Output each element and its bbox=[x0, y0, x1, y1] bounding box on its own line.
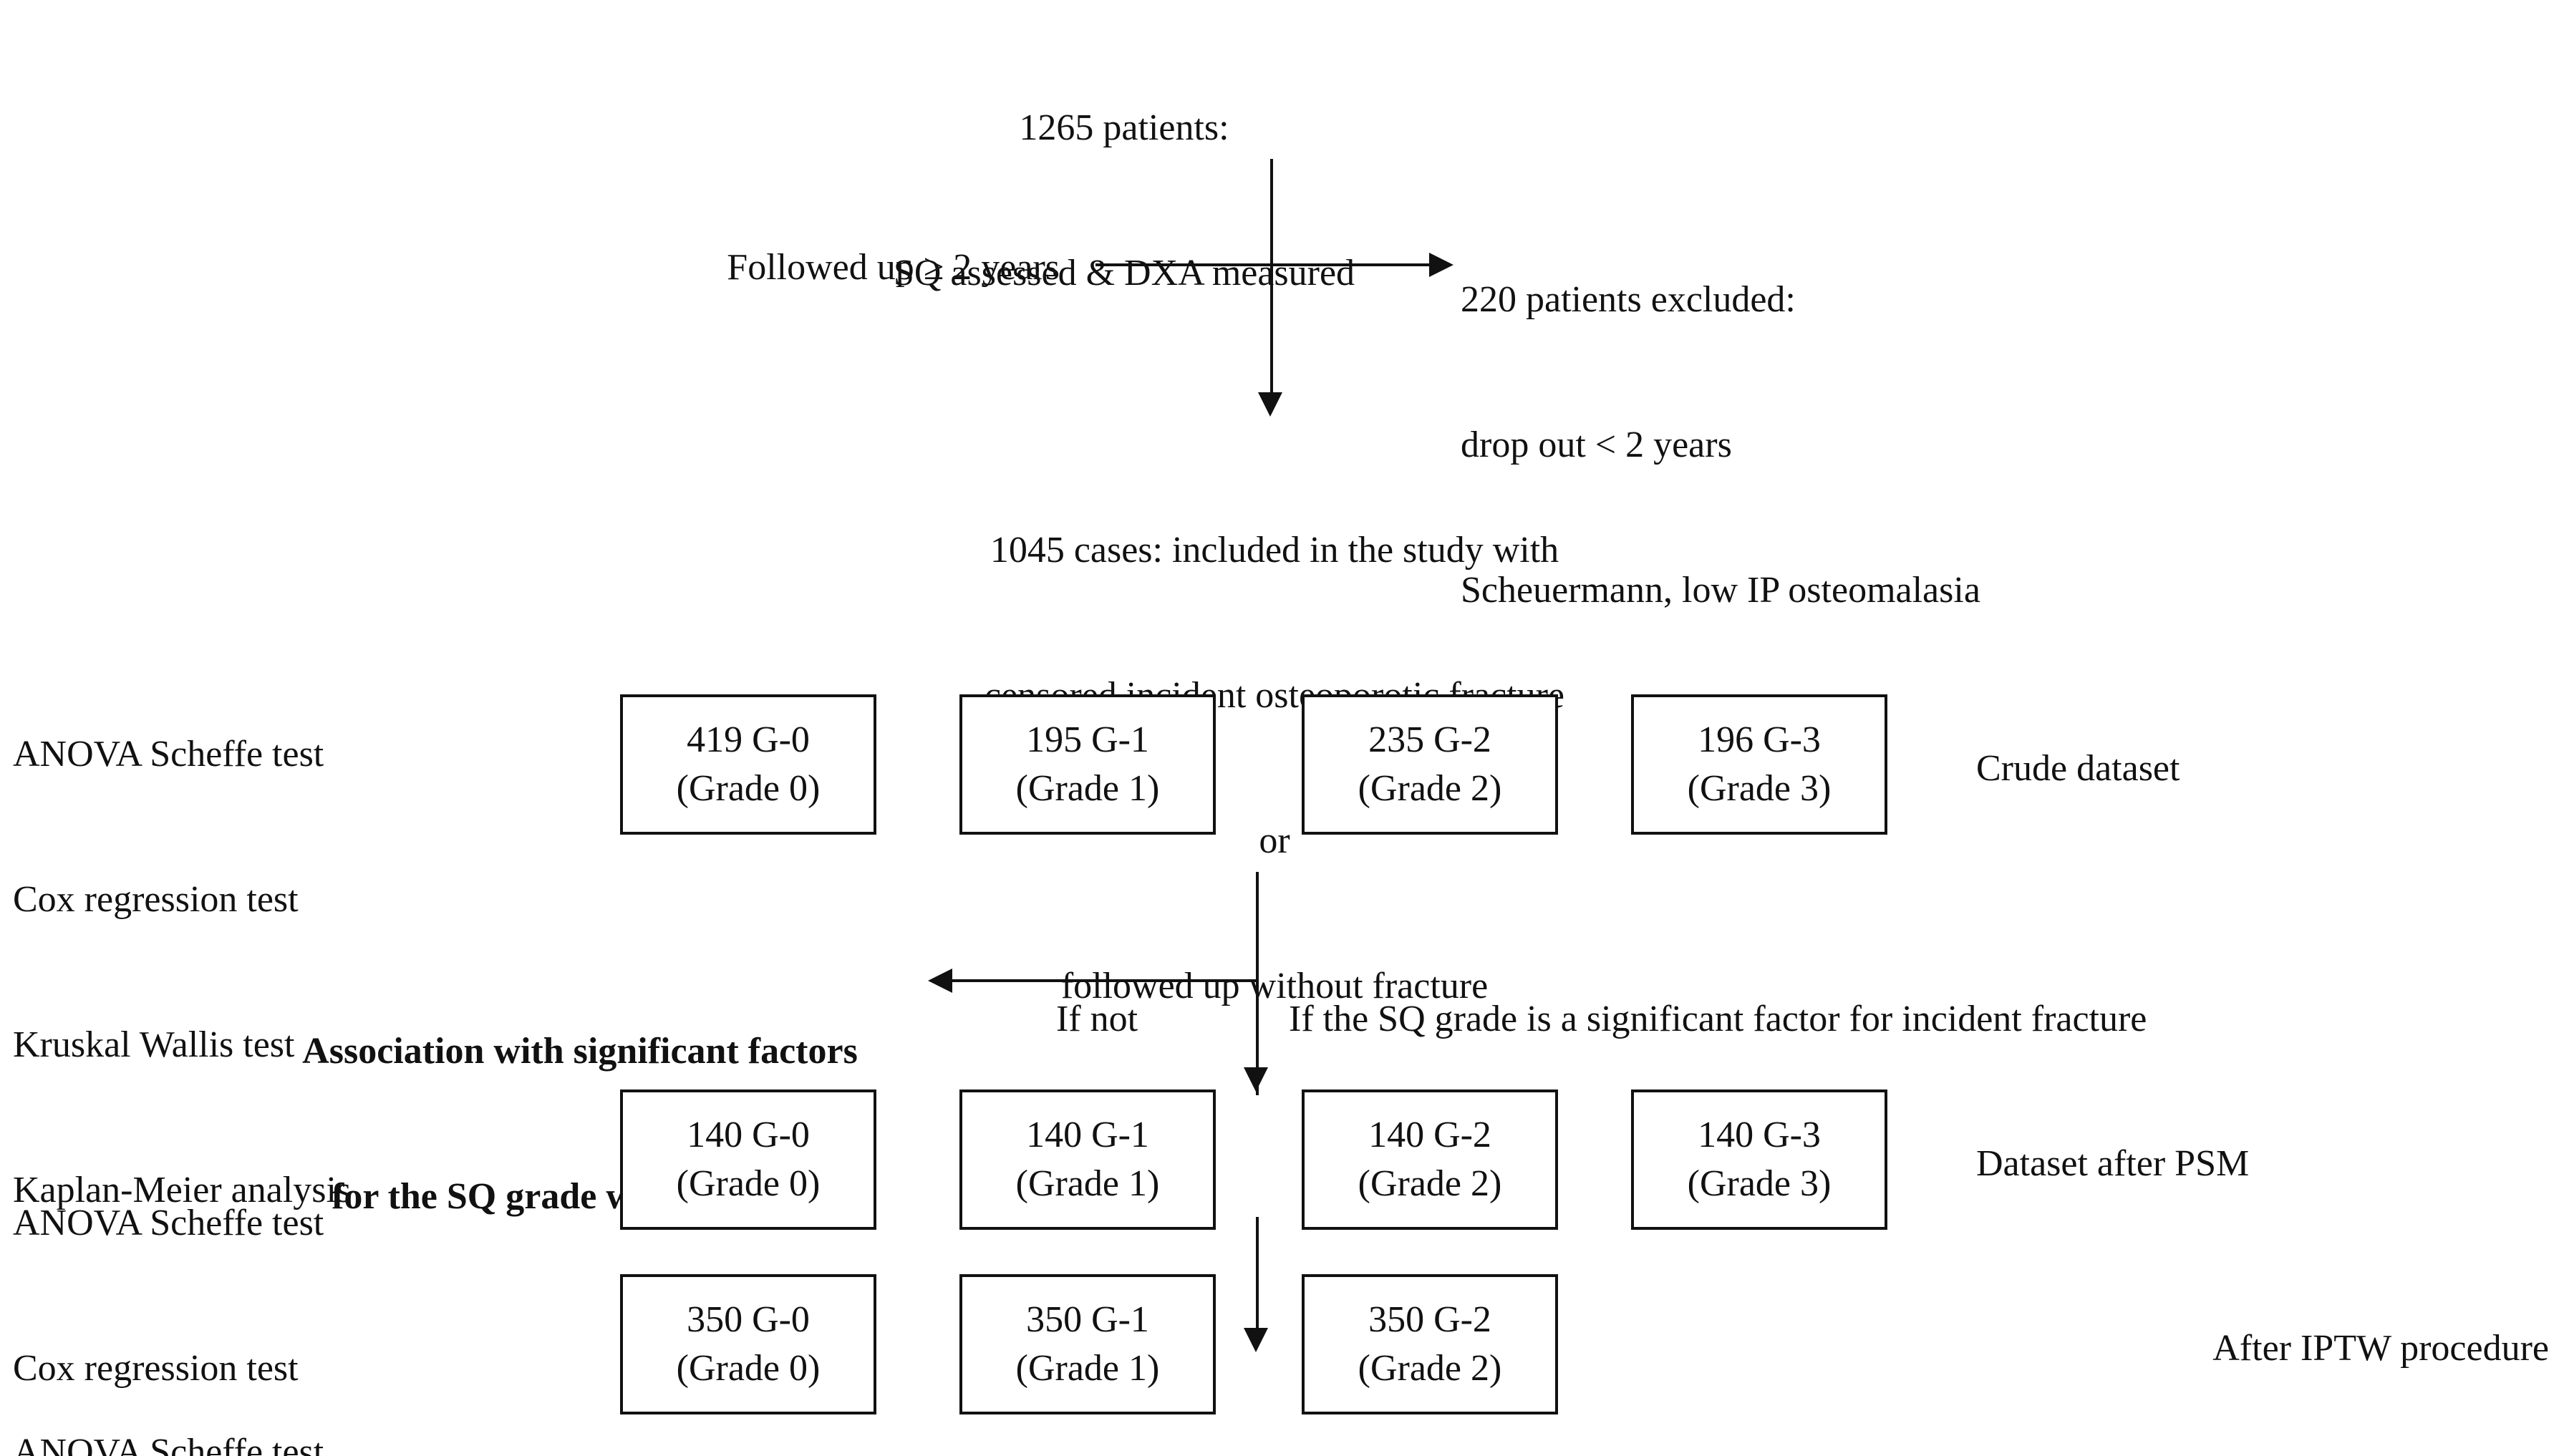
association-branch-horizontal-line bbox=[952, 979, 1257, 982]
psm-box-grade-1[interactable]: 140 G-1 (Grade 1) bbox=[959, 1089, 1216, 1230]
association-note-line1: Association with significant factors bbox=[302, 1031, 858, 1072]
included-node-line3: or bbox=[1259, 820, 1290, 861]
psm-box-grade-1-count: 140 G-1 bbox=[1026, 1115, 1149, 1156]
iptw-box-grade-2-count: 350 G-2 bbox=[1368, 1299, 1491, 1341]
psm-box-grade-2-count: 140 G-2 bbox=[1368, 1115, 1491, 1156]
excluded-node: 220 patients excluded: drop out < 2 year… bbox=[1461, 179, 2463, 712]
crude-box-grade-2[interactable]: 235 G-2 (Grade 2) bbox=[1302, 694, 1558, 835]
branch-arrow-head-icon bbox=[1244, 1067, 1268, 1092]
psm-test-item-1: Cox regression test bbox=[13, 1347, 299, 1389]
iptw-box-grade-1-count: 350 G-1 bbox=[1026, 1299, 1149, 1341]
iptw-arrow-head-icon bbox=[1244, 1328, 1268, 1352]
iptw-box-grade-2[interactable]: 350 G-2 (Grade 2) bbox=[1302, 1274, 1558, 1414]
psm-box-grade-3[interactable]: 140 G-3 (Grade 3) bbox=[1631, 1089, 1887, 1230]
psm-box-grade-3-count: 140 G-3 bbox=[1698, 1115, 1821, 1156]
psm-box-grade-0-count: 140 G-0 bbox=[687, 1115, 810, 1156]
psm-box-grade-0-label: (Grade 0) bbox=[676, 1163, 821, 1204]
iptw-test-item-0: ANOVA Scheffe test bbox=[13, 1432, 324, 1456]
crude-box-grade-1-label: (Grade 1) bbox=[1015, 768, 1160, 809]
top-node-line2: SQ assessed & DXA measured bbox=[893, 252, 1355, 293]
crude-box-grade-0-count: 419 G-0 bbox=[687, 719, 810, 761]
crude-box-grade-0[interactable]: 419 G-0 (Grade 0) bbox=[620, 694, 876, 835]
iptw-box-grade-0-label: (Grade 0) bbox=[676, 1348, 821, 1389]
crude-test-item-0: ANOVA Scheffe test bbox=[13, 734, 324, 775]
psm-box-grade-0[interactable]: 140 G-0 (Grade 0) bbox=[620, 1089, 876, 1230]
psm-box-grade-1-label: (Grade 1) bbox=[1015, 1163, 1160, 1204]
excluded-node-line1: 220 patients excluded: bbox=[1461, 279, 1796, 321]
exclusion-horizontal-line bbox=[1095, 263, 1432, 266]
crude-box-grade-2-label: (Grade 2) bbox=[1358, 768, 1502, 809]
crude-test-item-1: Cox regression test bbox=[13, 878, 299, 920]
association-branch-arrow-head-icon bbox=[928, 969, 952, 993]
psm-box-grade-2-label: (Grade 2) bbox=[1358, 1163, 1502, 1204]
psm-box-grade-2[interactable]: 140 G-2 (Grade 2) bbox=[1302, 1089, 1558, 1230]
iptw-box-grade-2-label: (Grade 2) bbox=[1358, 1348, 1502, 1389]
iptw-box-grade-1[interactable]: 350 G-1 (Grade 1) bbox=[959, 1274, 1216, 1414]
iptw-vertical-line bbox=[1256, 1217, 1259, 1331]
psm-dataset-label: Dataset after PSM bbox=[1976, 1143, 2250, 1184]
crude-box-grade-3-label: (Grade 3) bbox=[1687, 768, 1832, 809]
top-node-line1: 1265 patients: bbox=[1019, 107, 1229, 149]
crude-box-grade-3[interactable]: 196 G-3 (Grade 3) bbox=[1631, 694, 1887, 835]
crude-box-grade-1-count: 195 G-1 bbox=[1026, 719, 1149, 761]
crude-box-grade-0-label: (Grade 0) bbox=[676, 768, 821, 809]
crude-box-grade-3-count: 196 G-3 bbox=[1698, 719, 1821, 761]
followed-up-label: Followed up ≥ 2 years bbox=[727, 247, 1060, 288]
trunk-arrow-head-icon bbox=[1258, 392, 1282, 417]
top-node: 1265 patients: SQ assessed & DXA measure… bbox=[766, 7, 1482, 394]
crude-box-grade-2-count: 235 G-2 bbox=[1368, 719, 1491, 761]
iptw-box-grade-0-count: 350 G-0 bbox=[687, 1299, 810, 1341]
crude-test-list: ANOVA Scheffe test Cox regression test K… bbox=[13, 634, 586, 1311]
excluded-node-line3: Scheuermann, low IP osteomalasia bbox=[1461, 569, 1980, 611]
iptw-box-grade-1-label: (Grade 1) bbox=[1015, 1348, 1160, 1389]
psm-test-list: ANOVA Scheffe test Cox regression test bbox=[13, 1102, 586, 1456]
crude-test-item-2: Kruskal Wallis test bbox=[13, 1024, 295, 1065]
trunk-vertical-line bbox=[1270, 159, 1273, 395]
exclusion-arrow-head-icon bbox=[1429, 253, 1453, 277]
iptw-test-list: ANOVA Scheffe test bbox=[13, 1331, 586, 1456]
iptw-dataset-label: After IPTW procedure bbox=[2212, 1328, 2549, 1369]
crude-dataset-label: Crude dataset bbox=[1976, 748, 2180, 789]
psm-box-grade-3-label: (Grade 3) bbox=[1687, 1163, 1832, 1204]
iptw-box-grade-0[interactable]: 350 G-0 (Grade 0) bbox=[620, 1274, 876, 1414]
branch-vertical-line bbox=[1256, 872, 1259, 1095]
crude-box-grade-1[interactable]: 195 G-1 (Grade 1) bbox=[959, 694, 1216, 835]
crude-test-item-3: Kaplan-Meier analysis bbox=[13, 1169, 352, 1210]
if-significant-label: If the SQ grade is a significant factor … bbox=[1289, 999, 2147, 1039]
included-node-line1: 1045 cases: included in the study with bbox=[990, 530, 1559, 571]
included-node-line4: followed up without fracture bbox=[1060, 965, 1489, 1006]
excluded-node-line2: drop out < 2 years bbox=[1461, 424, 1732, 465]
psm-test-item-0: ANOVA Scheffe test bbox=[13, 1203, 324, 1244]
if-not-label: If not bbox=[1056, 999, 1138, 1039]
